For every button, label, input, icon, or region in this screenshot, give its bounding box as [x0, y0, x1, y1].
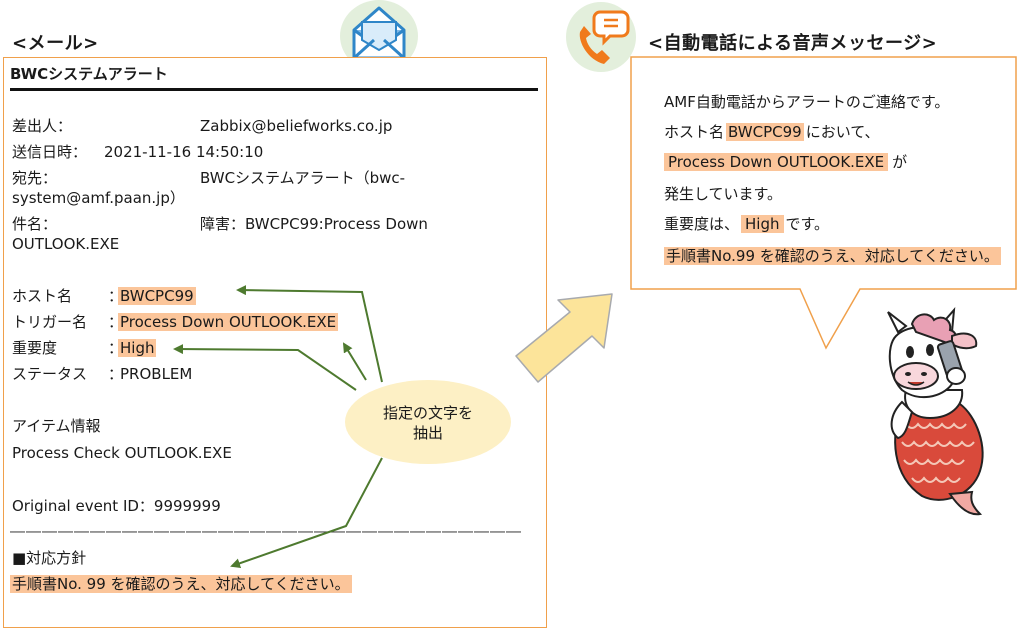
- mail-subject-value-cont: OUTLOOK.EXE: [12, 235, 120, 253]
- voice-trigger-highlight: Process Down OUTLOOK.EXE: [664, 153, 889, 171]
- mail-date-label: 送信日時：: [12, 143, 88, 161]
- voice-line-2-pre: ホスト名: [664, 123, 725, 141]
- mail-subject-value: 障害：BWCPC99:Process Down: [200, 215, 428, 233]
- mail-header-rule: [10, 88, 538, 91]
- extract-bubble-text: 指定の文字を 抽出: [345, 403, 511, 443]
- extract-bubble: [345, 380, 511, 464]
- arrow-to-policy: [230, 457, 383, 569]
- detail-host-value: BWCPC99: [118, 287, 196, 305]
- mail-envelope-icon: [352, 6, 406, 60]
- extract-bubble-line1: 指定の文字を: [382, 404, 473, 422]
- arrow-to-severity: [173, 344, 357, 391]
- mail-from-label: 差出人：: [12, 117, 73, 135]
- voice-line-1: AMF自動電話からアラートのご連絡です。: [664, 93, 950, 111]
- mail-section-title: <メール>: [12, 33, 99, 54]
- mail-to-value-cont: system@amf.paan.jp）: [12, 189, 185, 207]
- detail-host-label: ホスト名: [12, 287, 73, 305]
- arrow-to-trigger: [342, 342, 367, 381]
- mail-to-value: BWCシステムアラート（bwc-: [200, 169, 406, 187]
- mail-dash-separator: ――――――――――――――――――――――――――――――――: [10, 522, 522, 540]
- detail-status-label: ステータス: [12, 365, 88, 383]
- event-id: Original event ID：9999999: [12, 497, 221, 515]
- extract-bubble-line2: 抽出: [412, 424, 443, 442]
- voice-policy-highlight: 手順書No.99 を確認のうえ、対応してください。: [664, 247, 1001, 265]
- detail-severity-label: 重要度: [12, 339, 58, 357]
- voice-severity-highlight: High: [741, 215, 784, 233]
- voice-host-highlight: BWCPC99: [726, 123, 804, 141]
- voice-line-5-post: です。: [785, 215, 830, 233]
- voice-section-title: <自動電話による音声メッセージ>: [648, 33, 938, 54]
- phone-speech-icon: [579, 10, 630, 64]
- detail-status-value: PROBLEM: [120, 365, 193, 383]
- arrow-to-host: [236, 285, 383, 383]
- mail-from-value: Zabbix@beliefworks.co.jp: [200, 117, 393, 135]
- phone-icon-badge: [566, 2, 636, 72]
- detail-status-sep: ：: [108, 365, 124, 383]
- detail-trigger-label: トリガー名: [12, 313, 88, 331]
- voice-line-2-post: において、: [805, 123, 880, 141]
- mail-to-label: 宛先：: [12, 169, 58, 187]
- detail-severity-value: High: [118, 339, 157, 357]
- voice-line-4: 発生しています。: [664, 185, 783, 203]
- mail-subject-label: 件名：: [12, 215, 58, 233]
- voice-line-3-post: が: [892, 153, 908, 171]
- cow-mascot-on-phone: [887, 307, 984, 516]
- item-info-heading: アイテム情報: [12, 417, 101, 435]
- mail-panel: [3, 57, 547, 628]
- mail-subject-title: BWCシステムアラート: [10, 65, 168, 83]
- detail-trigger-value: Process Down OUTLOOK.EXE: [118, 313, 339, 331]
- mail-date-value: 2021-11-16 14:50:10: [104, 143, 264, 161]
- policy-text: 手順書No. 99 を確認のうえ、対応してください。: [10, 575, 352, 593]
- voice-line-6: 手順書No.99 を確認のうえ、対応してください。: [664, 246, 1001, 266]
- item-info-value: Process Check OUTLOOK.EXE: [12, 444, 232, 462]
- voice-line-5-pre: 重要度は、: [664, 215, 740, 233]
- big-right-arrow: [515, 293, 613, 383]
- policy-heading: ■対応方針: [12, 549, 87, 567]
